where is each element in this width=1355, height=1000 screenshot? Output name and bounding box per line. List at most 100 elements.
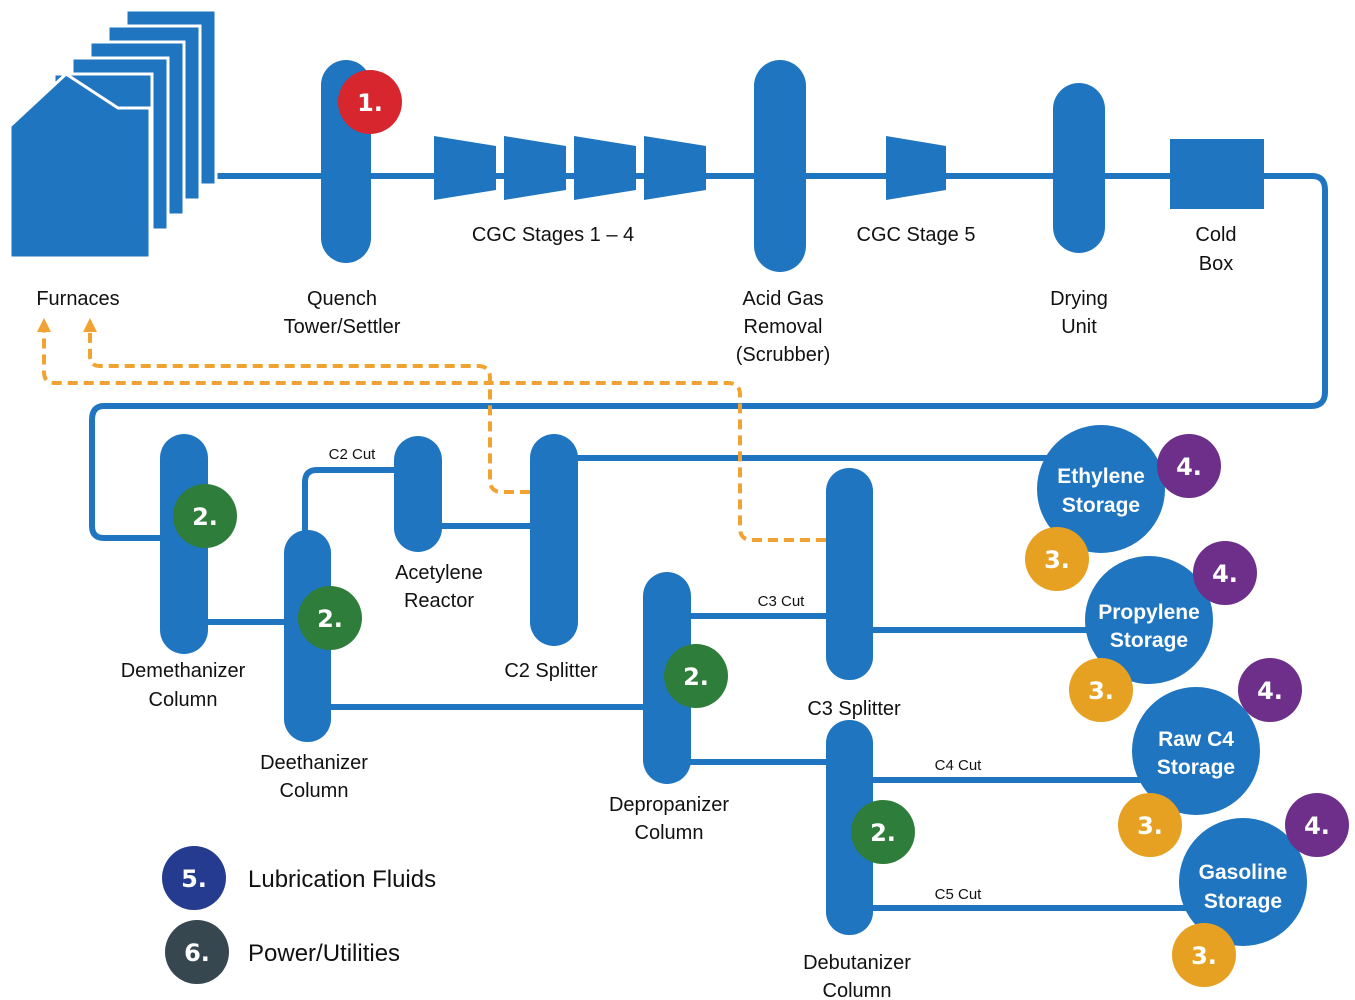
cold-box [1170, 139, 1264, 209]
drying-label-line2: Unit [1061, 316, 1097, 338]
acid-gas-removal-column [754, 60, 806, 272]
storage-tanks [1037, 425, 1307, 946]
badge-2-debutanizer [851, 800, 915, 864]
cgc-1-4-label: CGC Stages 1 – 4 [472, 224, 634, 246]
cold-box-label-line2: Box [1199, 253, 1233, 275]
c3-cut-label: C3 Cut [758, 593, 806, 610]
drying-unit [1053, 83, 1105, 253]
top-header-line [89, 173, 1328, 541]
cgc-5-label: CGC Stage 5 [857, 224, 976, 246]
badge-4-propylene [1193, 541, 1257, 605]
badge-4-raw-c4 [1238, 658, 1302, 722]
acetylene-label-line2: Reactor [404, 590, 474, 612]
propylene-storage-tank [1085, 556, 1213, 684]
propylene-storage-label-line1: Propylene [1098, 601, 1200, 624]
raw-c4-storage-label-line2: Storage [1157, 756, 1235, 779]
acid-gas-label-line3: (Scrubber) [736, 344, 830, 366]
quench-label-line1: Quench [307, 288, 377, 310]
debutanizer-label-line2: Column [823, 980, 892, 1000]
badge-4-ethylene [1157, 434, 1221, 498]
c2-cut-line [302, 467, 397, 533]
c2-cut-label: C2 Cut [329, 446, 377, 463]
legend-badge-6-label: 6. [184, 939, 210, 967]
ethylene-storage-label-line2: Storage [1062, 494, 1140, 517]
acetylene-reactor [394, 436, 442, 552]
raw-c4-storage-tank [1132, 687, 1260, 815]
propane-recycle-line [42, 332, 826, 542]
badge-2-deethanizer [298, 586, 362, 650]
legend: 5. Lubrication Fluids 6. Power/Utilities [162, 846, 436, 984]
c2-splitter-label: C2 Splitter [504, 660, 598, 682]
badge-1 [338, 70, 402, 134]
cgc-stage-4 [644, 136, 706, 200]
raw-c4-storage-label-line1: Raw C4 [1158, 728, 1234, 751]
storage-labels: Ethylene Storage Propylene Storage Raw C… [1057, 465, 1287, 913]
compressors [434, 136, 946, 200]
unit-labels: Furnaces Quench Tower/Settler CGC Stages… [36, 224, 1236, 1000]
badges: 1. 2. 2. 2. 2. 3. 3. 3. 3. 4. 4. 4. 4. [173, 70, 1349, 987]
deethanizer-label-line1: Deethanizer [260, 752, 368, 774]
c5-cut-label: C5 Cut [935, 886, 983, 903]
quench-label-line2: Tower/Settler [284, 316, 401, 338]
badge-4-label: 4. [1304, 812, 1330, 840]
legend-badge-5-label: 5. [181, 865, 207, 893]
cgc-stage-3 [574, 136, 636, 200]
badge-2-label: 2. [317, 605, 343, 633]
ethane-recycle-line [88, 332, 530, 494]
arrow-up-icon [37, 318, 51, 332]
acetylene-label-line1: Acetylene [395, 562, 483, 584]
cgc-stage-2 [504, 136, 566, 200]
legend-badge-6 [165, 920, 229, 984]
c3-splitter-label: C3 Splitter [807, 698, 901, 720]
badge-3-ethylene [1025, 527, 1089, 591]
cold-box-label-line1: Cold [1195, 224, 1236, 246]
recycle-lines [42, 332, 826, 542]
demethanizer-label-line1: Demethanizer [121, 660, 246, 682]
acid-gas-label-line2: Removal [744, 316, 823, 338]
badge-4-label: 4. [1212, 560, 1238, 588]
process-lines [89, 173, 1328, 911]
badge-3-label: 3. [1044, 546, 1070, 574]
gasoline-storage-label-line1: Gasoline [1199, 861, 1288, 884]
c2-splitter-column [530, 434, 578, 646]
badge-3-label: 3. [1137, 812, 1163, 840]
badge-4-label: 4. [1176, 453, 1202, 481]
furnaces-label: Furnaces [36, 288, 119, 310]
legend-lubrication-fluids: Lubrication Fluids [248, 866, 436, 893]
badge-4-label: 4. [1257, 677, 1283, 705]
propylene-storage-label-line2: Storage [1110, 629, 1188, 652]
furnaces [8, 8, 218, 260]
legend-badge-5 [162, 846, 226, 910]
badge-2-label: 2. [683, 663, 709, 691]
ethylene-storage-tank [1037, 425, 1165, 553]
badge-3-raw-c4 [1118, 793, 1182, 857]
badge-2-label: 2. [192, 503, 218, 531]
badge-1-label: 1. [357, 89, 383, 117]
cgc-stage-1 [434, 136, 496, 200]
badge-4-gasoline [1285, 793, 1349, 857]
badge-3-label: 3. [1088, 677, 1114, 705]
badge-3-propylene [1069, 658, 1133, 722]
demethanizer-label-line2: Column [149, 689, 218, 711]
drying-label-line1: Drying [1050, 288, 1108, 310]
recycle-arrowheads [37, 318, 97, 332]
deethanizer-label-line2: Column [280, 780, 349, 802]
furnace-house [8, 72, 152, 260]
badge-3-gasoline [1172, 923, 1236, 987]
arrow-up-icon [83, 318, 97, 332]
cgc-stage-5 [886, 136, 946, 200]
ethylene-storage-label-line1: Ethylene [1057, 465, 1145, 488]
badge-2-label: 2. [870, 819, 896, 847]
legend-power-utilities: Power/Utilities [248, 940, 400, 967]
badge-3-label: 3. [1191, 942, 1217, 970]
debutanizer-column [826, 720, 873, 935]
acid-gas-label-line1: Acid Gas [742, 288, 823, 310]
depropanizer-label-line2: Column [635, 822, 704, 844]
debutanizer-label-line1: Debutanizer [803, 952, 911, 974]
stream-labels: C2 Cut C3 Cut C4 Cut C5 Cut [329, 446, 983, 903]
gasoline-storage-label-line2: Storage [1204, 890, 1282, 913]
depropanizer-label-line1: Depropanizer [609, 794, 729, 816]
c3-splitter-column [826, 468, 873, 680]
c4-cut-label: C4 Cut [935, 757, 983, 774]
